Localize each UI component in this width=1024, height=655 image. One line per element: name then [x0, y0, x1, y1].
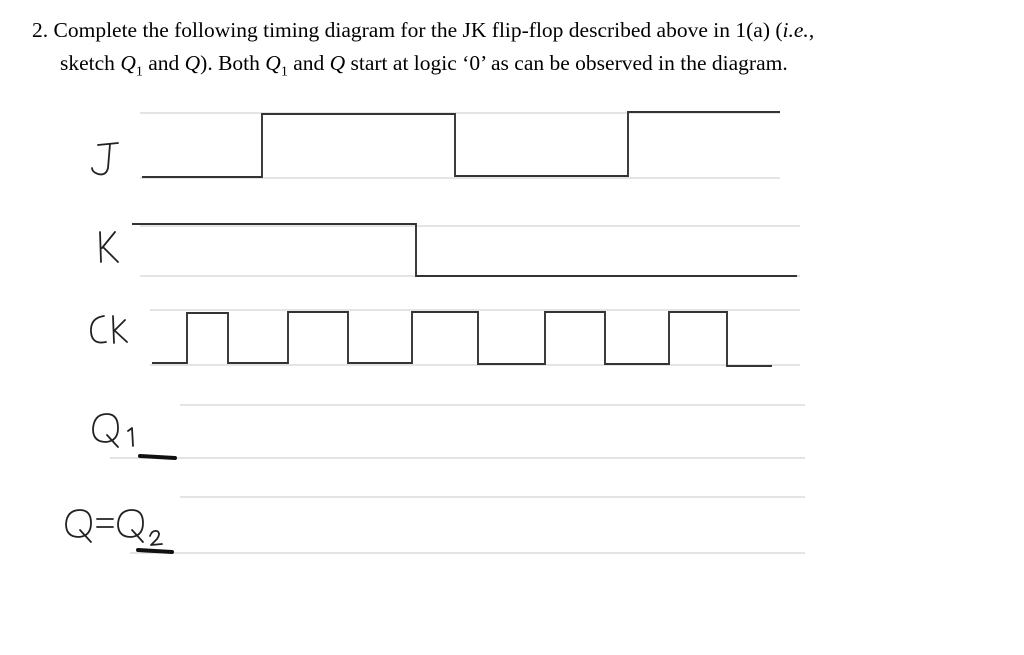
q1-symbol: Q1: [120, 51, 143, 79]
sketch-text: sketch: [60, 51, 121, 75]
label-q1: [92, 413, 134, 448]
guide-lines: [110, 112, 805, 554]
q1-letter-2: Q: [265, 51, 281, 75]
q2-initial-level: [136, 548, 174, 554]
label-q-eq-q2: [65, 509, 163, 546]
both-text: ). Both: [200, 51, 266, 75]
question-line-1: 2. Complete the following timing diagram…: [32, 14, 992, 47]
q1-subscript-2: 1: [280, 64, 288, 80]
question-prefix: 2. Complete the following timing diagram…: [32, 18, 783, 42]
label-j: [91, 142, 119, 176]
label-k: [99, 231, 119, 263]
and-text-2: and: [287, 51, 330, 75]
question-text: 2. Complete the following timing diagram…: [32, 14, 992, 88]
q-symbol-2: Q: [329, 51, 346, 75]
waveform-k: [132, 223, 797, 277]
q1-subscript: 1: [135, 64, 143, 80]
question-comma: ,: [808, 18, 815, 42]
q1-symbol-2: Q1: [265, 51, 288, 79]
waveform-ck: [152, 311, 772, 367]
waveform-j: [142, 111, 780, 178]
q-symbol: Q: [184, 51, 201, 75]
q1-letter: Q: [120, 51, 136, 75]
question-ending: start at logic ‘0’ as can be observed in…: [345, 51, 788, 75]
q1-initial-level: [138, 454, 177, 460]
ie-abbrev: i.e.: [782, 18, 809, 42]
question-line-2: sketch Q1 and Q). Both Q1 and Q start at…: [32, 47, 992, 88]
label-ck: [90, 315, 128, 344]
and-text-1: and: [142, 51, 185, 75]
ck-pulse-train: [152, 311, 772, 367]
